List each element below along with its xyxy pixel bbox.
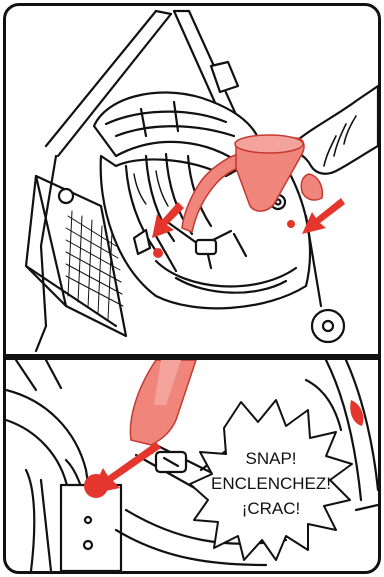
right-arrow: [302, 198, 345, 234]
closeup-illustration: SNAP! ENCLENCHEZ! ¡CRAC!: [6, 360, 378, 571]
frame-tube: [6, 388, 103, 571]
harness-buckle: [194, 238, 218, 256]
left-mount-hub: [132, 228, 152, 256]
finger-highlight: [300, 173, 324, 201]
instruction-figure: SNAP! ENCLENCHEZ! ¡CRAC!: [3, 3, 381, 574]
front-wheel: [310, 308, 346, 344]
sfx-line-2: ENCLENCHEZ!: [211, 474, 331, 493]
stroller-overview-illustration: [24, 9, 378, 353]
overview-panel: [6, 6, 378, 354]
hand: [289, 84, 378, 175]
basket-mesh: [65, 210, 124, 321]
bumper-arm-closeup: [129, 360, 364, 446]
snap-starburst: SNAP! ENCLENCHEZ! ¡CRAC!: [189, 399, 353, 561]
panel-divider: [6, 354, 378, 360]
right-attach-point: [287, 220, 295, 228]
left-attach-point: [153, 248, 163, 258]
left-arrow: [152, 202, 184, 238]
sfx-line-1: SNAP!: [245, 449, 296, 468]
sfx-line-3: ¡CRAC!: [242, 499, 301, 518]
bumper-bar: [181, 134, 324, 234]
rear-frame-tube: [44, 9, 158, 148]
detail-panel: SNAP! ENCLENCHEZ! ¡CRAC!: [6, 360, 378, 571]
basket: [34, 174, 128, 338]
insert-arrow: [90, 442, 161, 494]
